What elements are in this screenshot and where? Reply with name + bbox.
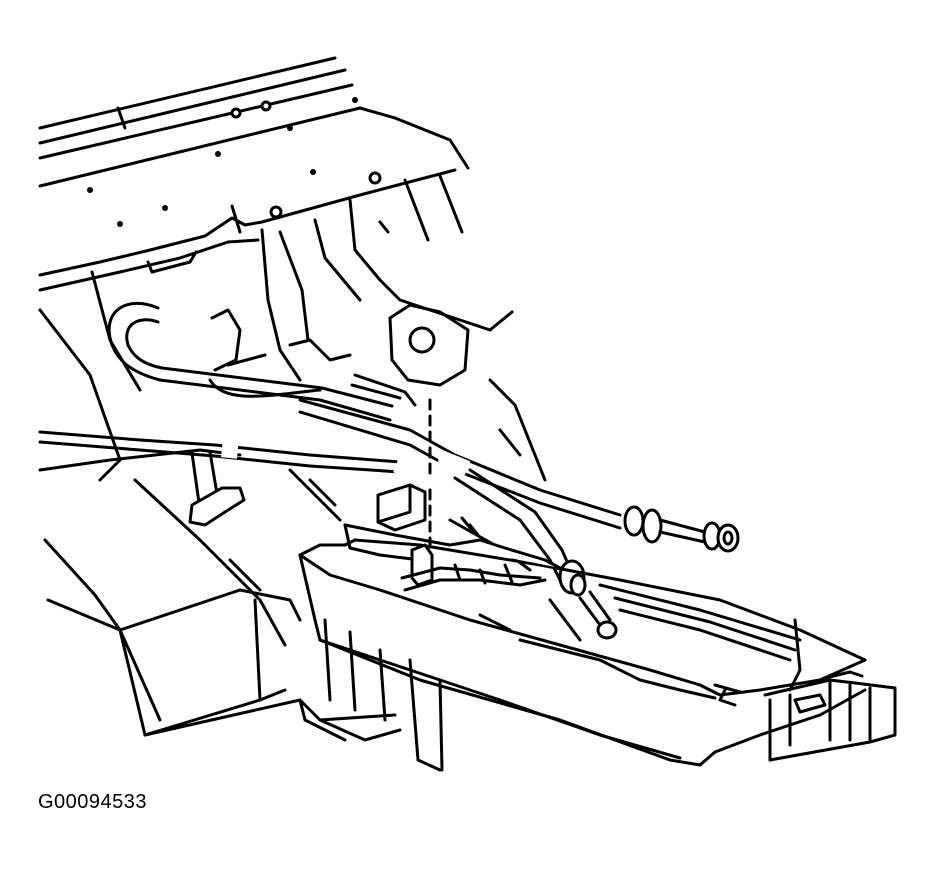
rear-cable	[298, 398, 740, 553]
figure-id-label: G00094533	[38, 791, 148, 813]
equalizer-cable	[453, 468, 618, 640]
front-cable	[38, 430, 402, 527]
floor-panel	[38, 56, 470, 292]
rear-bracket	[763, 670, 897, 762]
exhaust-pipe	[107, 301, 394, 422]
underbody-structure	[38, 198, 547, 722]
crossmember	[46, 588, 444, 772]
fuel-tank-shield	[298, 518, 867, 767]
cable-guide-assembly	[343, 483, 562, 592]
